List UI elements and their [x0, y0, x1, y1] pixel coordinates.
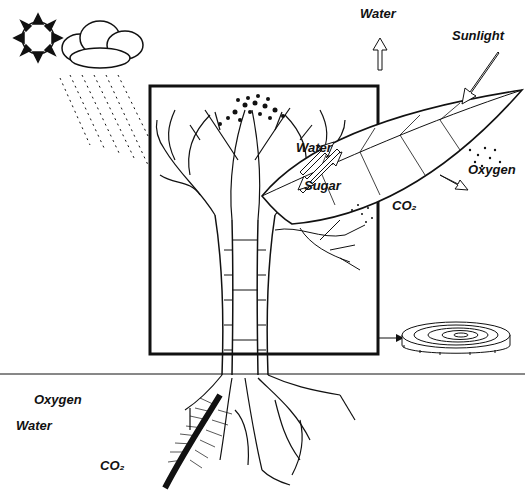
part-label: Sugar [304, 178, 341, 193]
part-label: CO₂ [392, 198, 416, 213]
leaf [262, 38, 522, 224]
trunk-section [402, 322, 510, 355]
part-label: Water [16, 418, 52, 433]
part-label: Water [360, 6, 396, 21]
part-label: Water [296, 140, 332, 155]
oxygen-dots [351, 147, 501, 223]
sun-symbol [14, 14, 62, 62]
trunk [215, 215, 275, 375]
cloud-symbol [62, 21, 143, 68]
crown-leaves [218, 94, 285, 126]
pointer-arrow [378, 334, 404, 342]
part-label: Oxygen [468, 162, 516, 177]
rain-lines [60, 75, 150, 165]
root-tip [165, 395, 232, 488]
roots [185, 375, 355, 485]
frame-box [150, 86, 378, 354]
part-label: Oxygen [34, 392, 82, 407]
ground-line [0, 374, 525, 375]
side-foliage [275, 220, 365, 270]
part-label: CO₂ [100, 458, 124, 473]
part-label: Sunlight [452, 28, 504, 43]
